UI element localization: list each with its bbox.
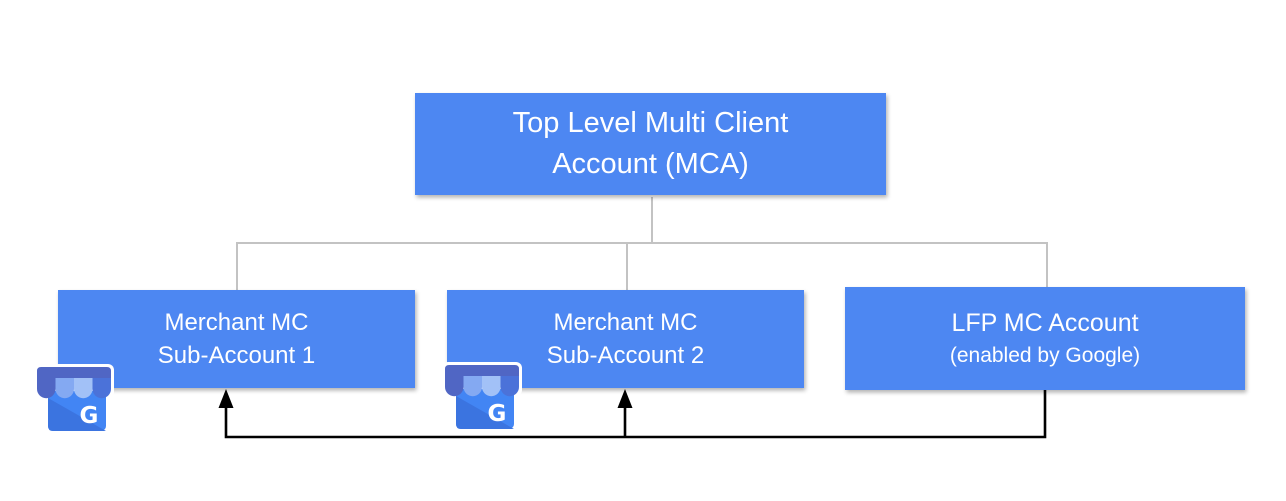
node-label-line: Merchant MC [553,309,698,336]
arrowhead-to-sub-account-2 [617,389,633,408]
node-lfp-mc-account: LFP MC Account (enabled by Google) [845,287,1245,390]
tree-connector-line [236,197,1048,290]
google-my-business-icon [442,362,522,432]
node-label-line: Sub-Account 1 [157,342,316,369]
node-label-line: Top Level Multi Client [512,107,789,139]
node-label-line: Account (MCA) [552,148,749,180]
node-label-line: LFP MC Account [951,309,1139,337]
node-label-line: Sub-Account 2 [546,342,705,369]
node-label-line: Merchant MC [164,309,309,336]
lfp-feedback-line [224,390,1047,439]
node-merchant-sub-account-1: Merchant MC Sub-Account 1 [58,290,415,388]
node-top-level-mca: Top Level Multi Client Account (MCA) [415,93,886,195]
node-label-line: (enabled by Google) [949,344,1141,367]
arrowhead-to-sub-account-1 [218,389,234,408]
google-my-business-icon [34,364,114,434]
